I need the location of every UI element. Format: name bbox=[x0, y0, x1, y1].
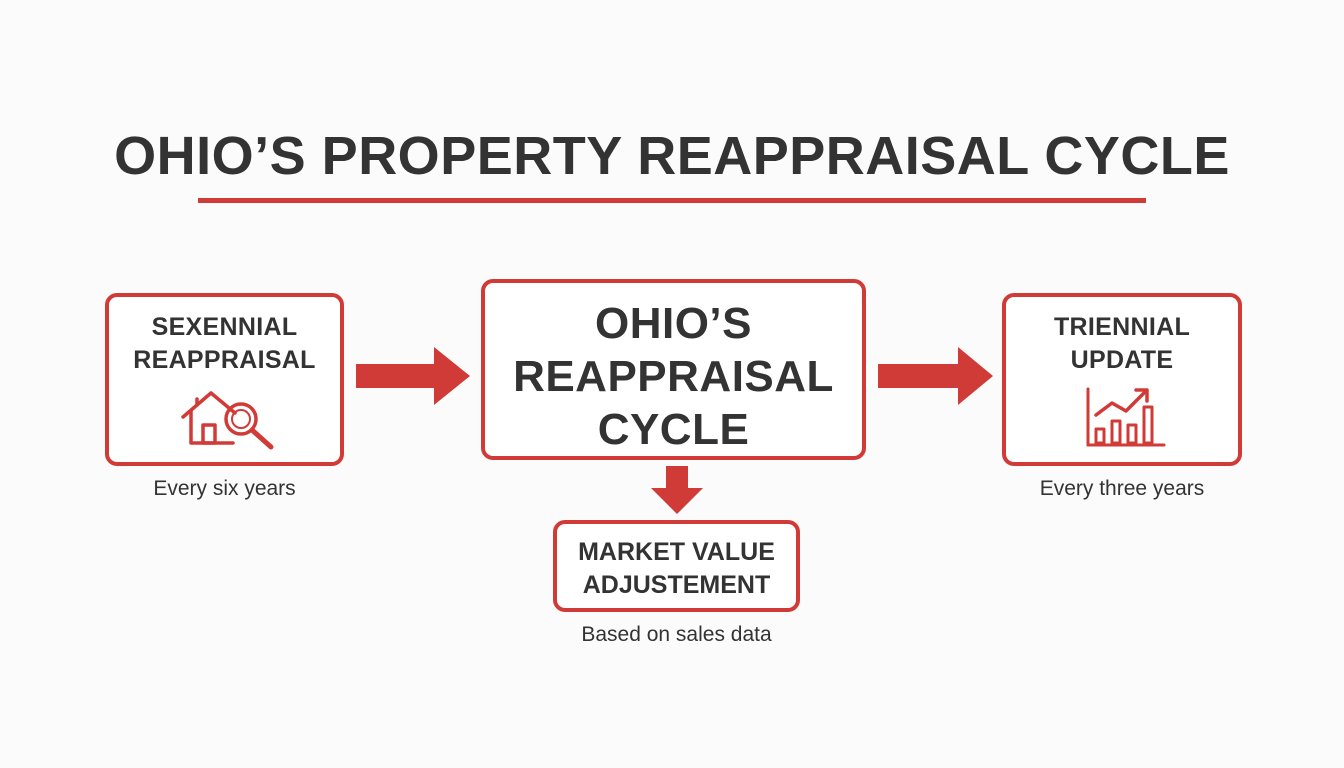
market-caption: Based on sales data bbox=[581, 623, 772, 646]
market-label-line1: MARKET VALUE bbox=[578, 538, 775, 566]
sexennial-label-line1: SEXENNIAL bbox=[151, 313, 298, 341]
house-magnifier-icon bbox=[181, 391, 274, 450]
triennial-caption: Every three years bbox=[1039, 477, 1205, 500]
triennial-update-node: TRIENNIAL UPDATE bbox=[1002, 293, 1242, 466]
diagram-title: OHIO’S PROPERTY REAPPRAISAL CYCLE bbox=[114, 126, 1230, 186]
sexennial-label: SEXENNIAL REAPPRAISAL bbox=[109, 311, 340, 377]
center-label-line3: CYCLE bbox=[597, 405, 750, 454]
market-value-adjustment-node: MARKET VALUE ADJUSTEMENT bbox=[553, 520, 800, 612]
triennial-label: TRIENNIAL UPDATE bbox=[1006, 311, 1238, 377]
center-label-line2: REAPPRAISAL bbox=[513, 352, 834, 401]
title-underline bbox=[198, 198, 1146, 203]
arrow-right-icon bbox=[878, 347, 993, 405]
market-label-line2: ADJUSTEMENT bbox=[582, 571, 771, 599]
center-label-line1: OHIO’S bbox=[594, 299, 753, 348]
sexennial-caption: Every six years bbox=[153, 477, 296, 500]
arrow-right-icon bbox=[356, 347, 470, 405]
arrow-down-icon bbox=[651, 466, 703, 514]
reappraisal-cycle-node: OHIO’S REAPPRAISAL CYCLE bbox=[481, 279, 866, 460]
center-label: OHIO’S REAPPRAISAL CYCLE bbox=[485, 297, 862, 456]
market-label: MARKET VALUE ADJUSTEMENT bbox=[557, 536, 796, 602]
sexennial-label-line2: REAPPRAISAL bbox=[133, 346, 316, 374]
sexennial-reappraisal-node: SEXENNIAL REAPPRAISAL bbox=[105, 293, 344, 466]
triennial-label-line1: TRIENNIAL bbox=[1053, 313, 1191, 341]
triennial-label-line2: UPDATE bbox=[1070, 346, 1174, 374]
bar-chart-trend-icon bbox=[1086, 387, 1166, 447]
